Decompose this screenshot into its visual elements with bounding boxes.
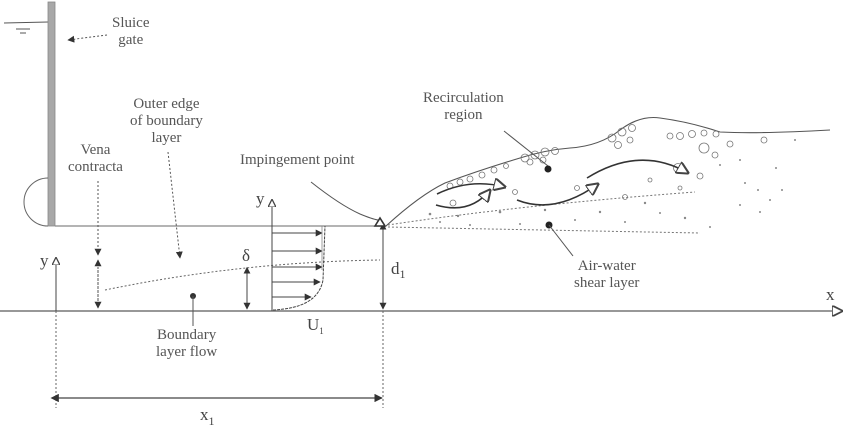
recirculation-arrows [435, 159, 688, 209]
symbol-y-profile: y [256, 189, 265, 208]
symbol-x1-main: x [200, 405, 209, 424]
label-vena-contracta-line1: Vena [80, 142, 111, 158]
upstream-water-surface [3, 21, 49, 34]
label-outer-edge-line2: of boundary [130, 113, 203, 129]
shear-layer-lower [387, 226, 701, 234]
label-shear-layer-line1: Air-water [577, 258, 636, 274]
label-shear-layer-line2: shear layer [574, 275, 640, 291]
label-recirculation-line2: region [444, 107, 483, 123]
symbol-u1-main: U [307, 315, 320, 334]
label-sluice-gate-line2: gate [118, 32, 144, 48]
label-boundary-layer-flow: Boundary layer flow [156, 327, 217, 361]
boundary-layer-edge [104, 259, 381, 291]
symbol-x-axis: x [826, 285, 835, 304]
symbol-y-left: y [40, 251, 49, 270]
label-recirculation-line1: Recirculation [423, 90, 504, 106]
symbol-u1: U1 [307, 315, 324, 337]
label-boundary-flow-line1: Boundary [157, 327, 217, 343]
label-outer-edge-line3: layer [151, 130, 182, 146]
label-vena-contracta: Vena contracta [68, 142, 123, 176]
symbol-x1-sub: 1 [208, 414, 215, 428]
label-boundary-flow-line2: layer flow [156, 344, 218, 360]
label-sluice-gate-line1: Sluice [112, 15, 150, 31]
impingement-leader [310, 181, 379, 221]
symbol-delta: δ [242, 246, 251, 265]
symbol-d1-sub: 1 [399, 267, 406, 281]
symbol-d1: d1 [391, 259, 406, 282]
label-air-water-shear-layer: Air-water shear layer [574, 258, 639, 292]
gate-lip [23, 177, 49, 227]
outer-edge-leader [167, 151, 183, 259]
label-vena-contracta-line2: contracta [68, 159, 123, 175]
label-sluice-gate: Sluice gate [112, 15, 150, 49]
symbol-d1-main: d [391, 259, 400, 278]
impingement-point-marker [373, 216, 387, 227]
symbol-u1-sub: 1 [319, 326, 324, 336]
shear-layer-upper [387, 191, 696, 226]
recirculation-dot [544, 165, 552, 173]
surface-air-bubbles [446, 124, 768, 207]
sluice-gate-leader [67, 34, 108, 43]
shear-layer-leader [548, 224, 574, 257]
symbol-x1: x1 [200, 405, 215, 428]
sluice-gate [47, 1, 56, 227]
label-impingement-point: Impingement point [240, 152, 355, 168]
entrained-air-dots [428, 139, 796, 228]
label-outer-edge-line1: Outer edge [133, 96, 200, 112]
jump-free-surface [385, 116, 831, 227]
label-recirculation-region: Recirculation region [423, 90, 504, 124]
velocity-profile [272, 200, 326, 311]
label-outer-edge: Outer edge of boundary layer [130, 96, 203, 147]
recirculation-leader [503, 130, 549, 167]
